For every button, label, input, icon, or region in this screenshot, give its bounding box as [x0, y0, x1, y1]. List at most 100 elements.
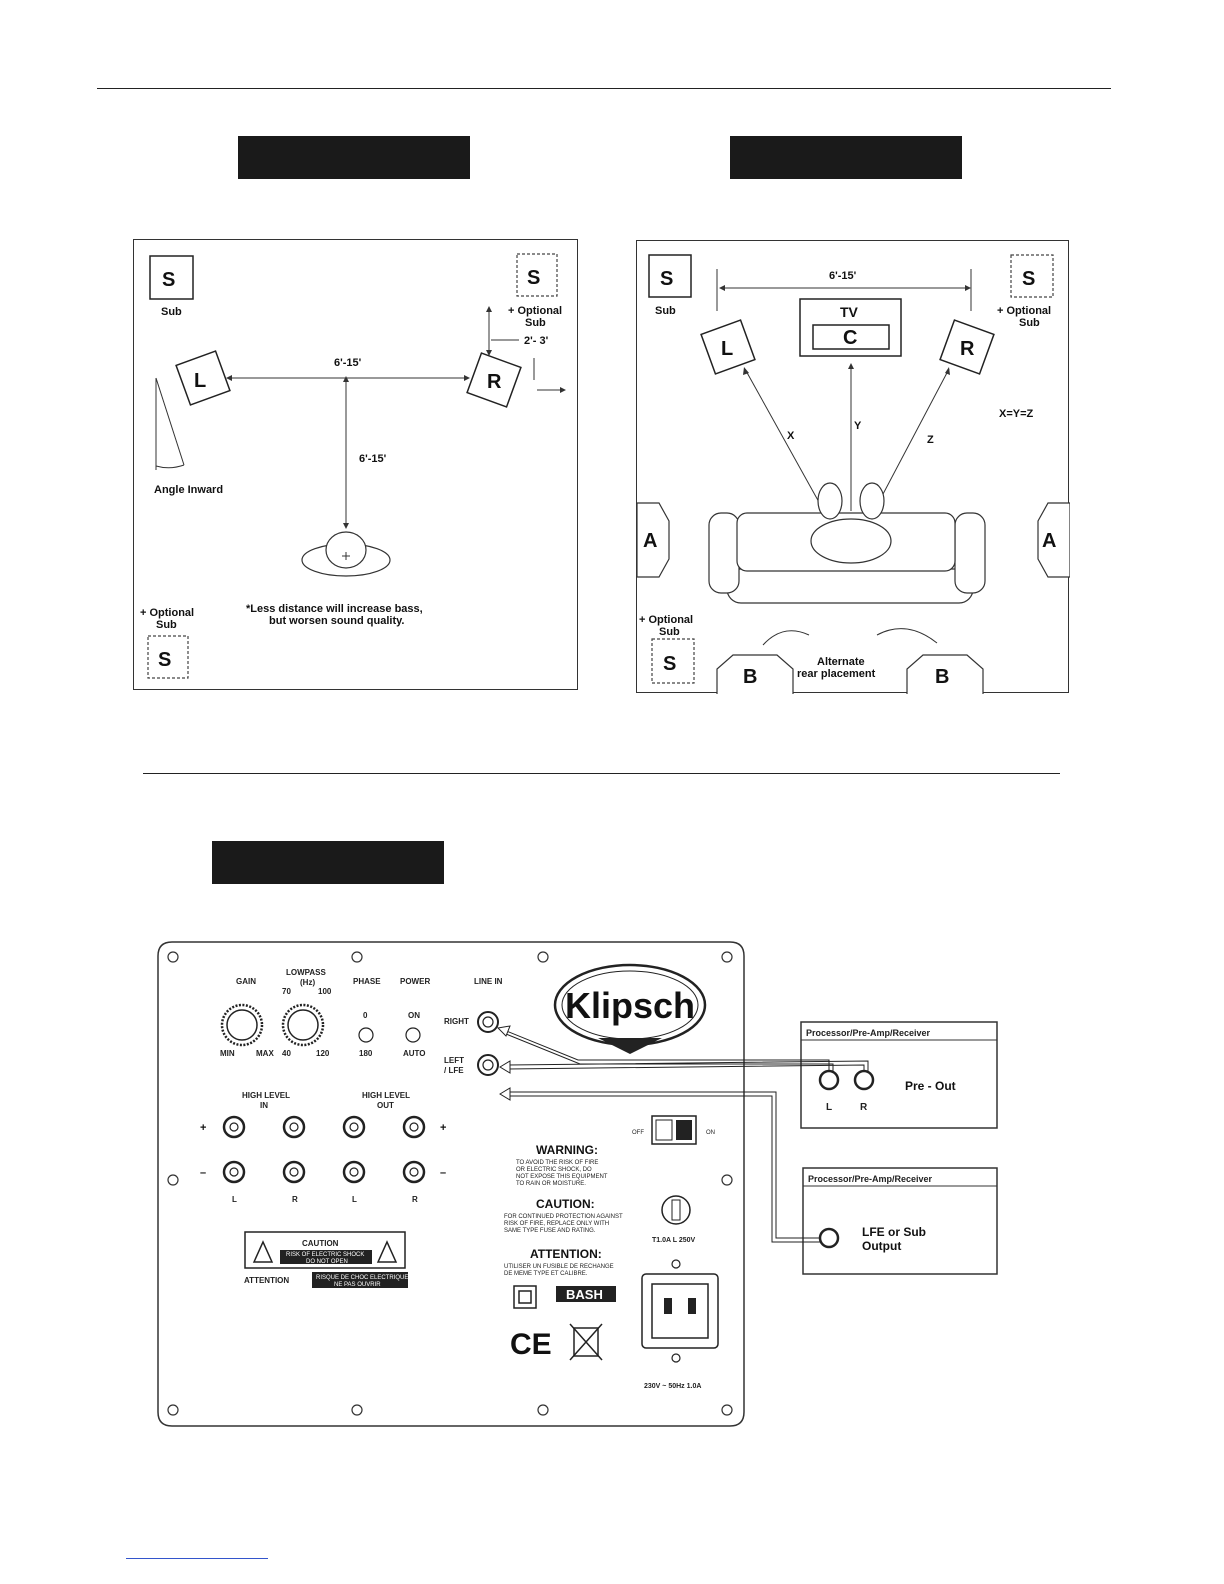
rear-speaker-right-letter: B [935, 666, 949, 688]
center-speaker [812, 324, 890, 350]
terminal-r-in: R [292, 1195, 298, 1204]
left-lfe-label-2: / LFE [444, 1066, 464, 1075]
high-level-out-label-1: HIGH LEVEL [362, 1091, 410, 1100]
z-label: Z [927, 434, 934, 446]
power-on: ON [408, 1011, 420, 1020]
plus-right: + [440, 1122, 446, 1134]
terminal-l-in: L [232, 1195, 237, 1204]
power-mode-switch[interactable] [405, 1027, 421, 1043]
rear-speaker-left-letter: B [743, 666, 757, 688]
optional-sub-label-bottom-1: + Optional [140, 607, 194, 619]
fuse-rating: T1.0A L 250V [652, 1237, 696, 1244]
weee-bin-icon [569, 1323, 603, 1361]
receiver-2-title: Processor/Pre-Amp/Receiver [808, 1174, 933, 1184]
phase-180: 180 [359, 1049, 373, 1058]
preout-r-jack[interactable] [853, 1069, 875, 1091]
hz-label: (Hz) [300, 978, 315, 987]
optional-sub-box-top [1010, 254, 1054, 298]
rear-speaker-left [716, 654, 794, 694]
optional-sub-label-top-1: + Optional [508, 305, 562, 317]
preout-l-jack[interactable] [818, 1069, 840, 1091]
caution-sticker-text-2: DO NOT OPEN [306, 1259, 348, 1265]
optional-sub-label-top-1: + Optional [997, 305, 1051, 317]
left-speaker-letter: L [721, 338, 733, 360]
brand-name: Klipsch [565, 985, 695, 1026]
listener-head [325, 531, 367, 569]
couch-arm-left [708, 512, 740, 594]
sub-letter: S [162, 269, 175, 291]
terminal-l-out: L [352, 1195, 357, 1204]
tv-label: TV [840, 304, 859, 320]
rear-speaker-right [906, 654, 984, 694]
warning-text-4: TO RAIN OR MOISTURE. [516, 1181, 586, 1187]
optional-sub-label-bottom-2: Sub [659, 626, 680, 638]
side-speaker-left [636, 502, 670, 578]
sub-label: Sub [161, 306, 182, 318]
right-label: RIGHT [444, 1017, 469, 1026]
power-auto: AUTO [403, 1049, 426, 1058]
preout-l-label: L [826, 1102, 832, 1113]
optional-sub-label-bottom-2: Sub [156, 619, 177, 631]
top-rule [97, 88, 1111, 89]
listener-head-2 [859, 482, 885, 520]
optional-sub-letter-top: S [1022, 268, 1035, 290]
preout-label: Pre - Out [905, 1079, 956, 1093]
terminal-r-out: R [412, 1195, 418, 1204]
side-speaker-right-letter: A [1042, 530, 1056, 552]
couch-seat [726, 568, 974, 604]
gain-max: MAX [256, 1049, 274, 1058]
switch-off-label: OFF [632, 1130, 644, 1136]
x-label: X [787, 430, 795, 442]
hz-70: 70 [282, 987, 291, 996]
width-distance: 6'-15' [334, 357, 362, 369]
hz-40: 40 [282, 1049, 291, 1058]
optional-sub-label-bottom-1: + Optional [639, 614, 693, 626]
attention-text-1: UTILISER UN FUSIBLE DE RECHANGE [504, 1264, 614, 1270]
section-title-bar-2 [730, 136, 962, 179]
high-level-in-label-2: IN [260, 1101, 268, 1110]
optional-sub-label-top-2: Sub [1019, 317, 1040, 329]
hz-100: 100 [318, 987, 332, 996]
attention-sticker-title: ATTENTION [244, 1276, 289, 1285]
caution-title: CAUTION: [536, 1197, 595, 1211]
right-speaker [939, 319, 995, 375]
lowpass-label: LOWPASS [286, 968, 327, 977]
couch-arm-right [954, 512, 986, 594]
center-speaker-letter: C [843, 327, 857, 349]
phase-switch[interactable] [358, 1027, 374, 1043]
line-in-label: LINE IN [474, 977, 503, 986]
left-speaker [175, 350, 231, 406]
amplifier-panel [157, 941, 745, 1427]
sub-box [648, 254, 692, 298]
lfe-output-jack[interactable] [818, 1227, 840, 1249]
hz-120: 120 [316, 1049, 330, 1058]
y-label: Y [854, 420, 862, 432]
depth-distance: 6'-15' [359, 453, 387, 465]
gain-label: GAIN [236, 977, 256, 986]
stereo-placement-svg: S Sub S + Optional Sub 2'- 3' L R 6'-15'… [140, 253, 566, 679]
listener-head-1 [817, 482, 843, 520]
surround-placement-diagram: S Sub S + Optional Sub 6'-15' TV C L R X… [636, 240, 1071, 694]
phase-label: PHASE [353, 977, 381, 986]
minus-left: – [200, 1167, 206, 1179]
attention-sticker-text-1: RISQUE DE CHOC ELECTRIQUE [316, 1275, 408, 1281]
listener-group [810, 518, 892, 564]
caution-sticker-text-1: RISK OF ELECTRIC SHOCK [286, 1252, 364, 1258]
attention-sticker-text-2: NE PAS OUVRIR [334, 1282, 381, 1288]
left-lfe-label-1: LEFT [444, 1056, 464, 1065]
section-title-bar-1 [238, 136, 470, 179]
power-label: POWER [400, 977, 430, 986]
alternate-label-1: Alternate [817, 656, 865, 668]
optional-sub-box-bottom [147, 635, 189, 679]
optional-sub-box-bottom [651, 638, 695, 684]
alternate-label-2: rear placement [797, 668, 876, 680]
caution-sticker-title: CAUTION [302, 1239, 339, 1248]
warning-title: WARNING: [536, 1143, 598, 1157]
preout-r-label: R [860, 1102, 868, 1113]
caution-text-2: RISK OF FIRE, REPLACE ONLY WITH [504, 1221, 609, 1227]
middle-rule [143, 773, 1060, 774]
optional-sub-letter-bottom: S [158, 649, 171, 671]
ce-mark: CE [510, 1328, 552, 1361]
width-distance: 6'-15' [829, 270, 857, 282]
minus-right: – [440, 1167, 446, 1179]
